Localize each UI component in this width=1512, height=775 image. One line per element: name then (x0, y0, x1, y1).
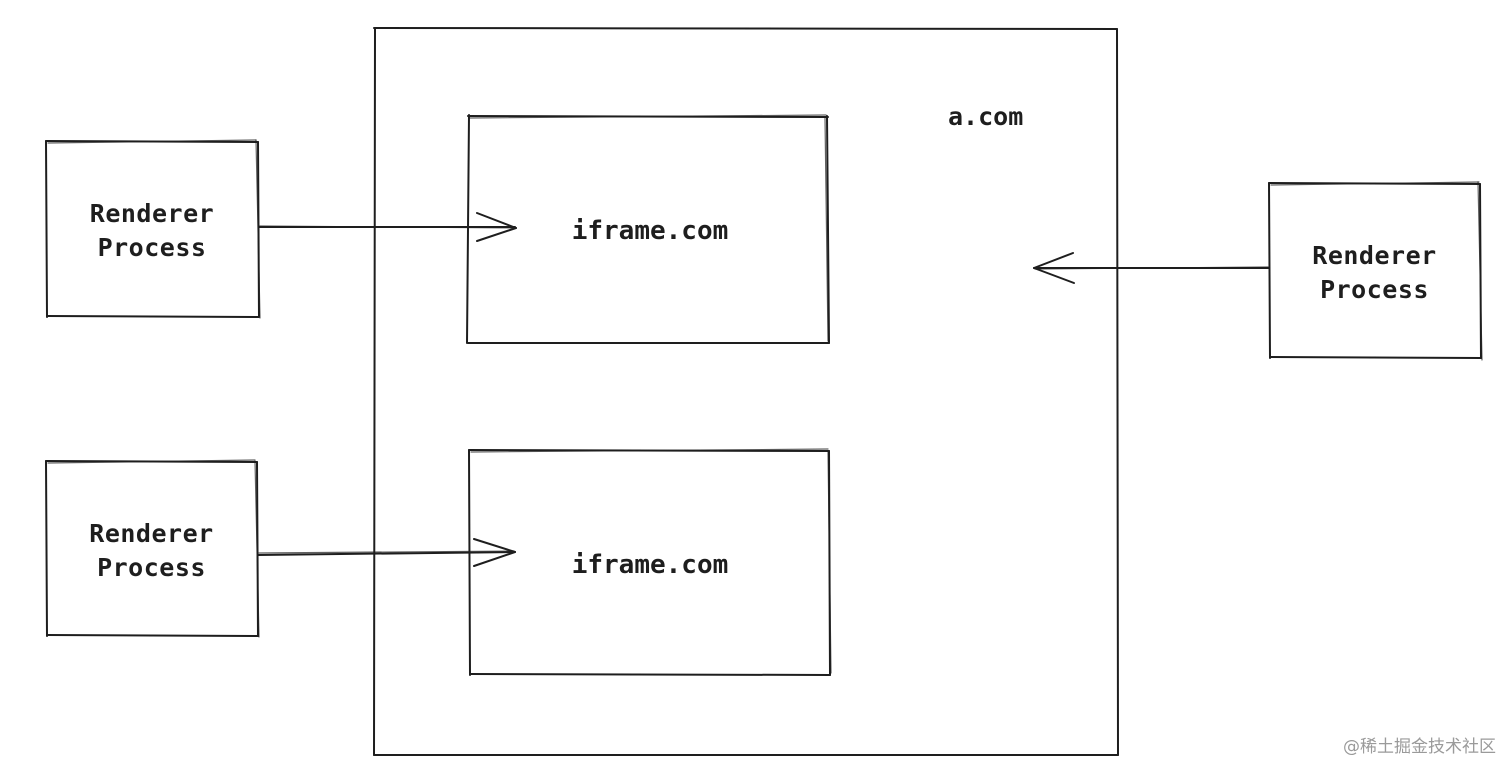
process-line-2: Process (1320, 275, 1429, 304)
renderer-process-label-left-top: Renderer Process (46, 197, 258, 265)
arrow-to-iframe-top (258, 212, 517, 242)
renderer-process-box-left-top (45, 139, 261, 319)
arrow-to-main-frame (1033, 252, 1270, 284)
process-line-1: Renderer (1312, 241, 1437, 270)
iframe-label-bottom: iframe.com (571, 550, 729, 580)
process-line-1: Renderer (89, 199, 215, 228)
process-line-1: Renderer (89, 519, 214, 548)
arrow-to-iframe-bottom (257, 538, 516, 567)
renderer-process-box-left-bottom (45, 459, 260, 638)
process-line-2: Process (97, 233, 207, 262)
iframe-box-bottom (468, 448, 832, 676)
main-frame-label: a.com (948, 102, 1024, 131)
process-line-2: Process (97, 553, 206, 582)
main-frame-box (373, 27, 1119, 756)
iframe-label-top: iframe.com (571, 216, 729, 246)
watermark: @稀土掘金技术社区 (1343, 737, 1496, 757)
renderer-process-label-right: Renderer Process (1269, 239, 1480, 307)
renderer-process-box-right (1268, 181, 1483, 361)
iframe-box-top (466, 114, 830, 344)
renderer-process-label-left-bottom: Renderer Process (46, 517, 257, 585)
